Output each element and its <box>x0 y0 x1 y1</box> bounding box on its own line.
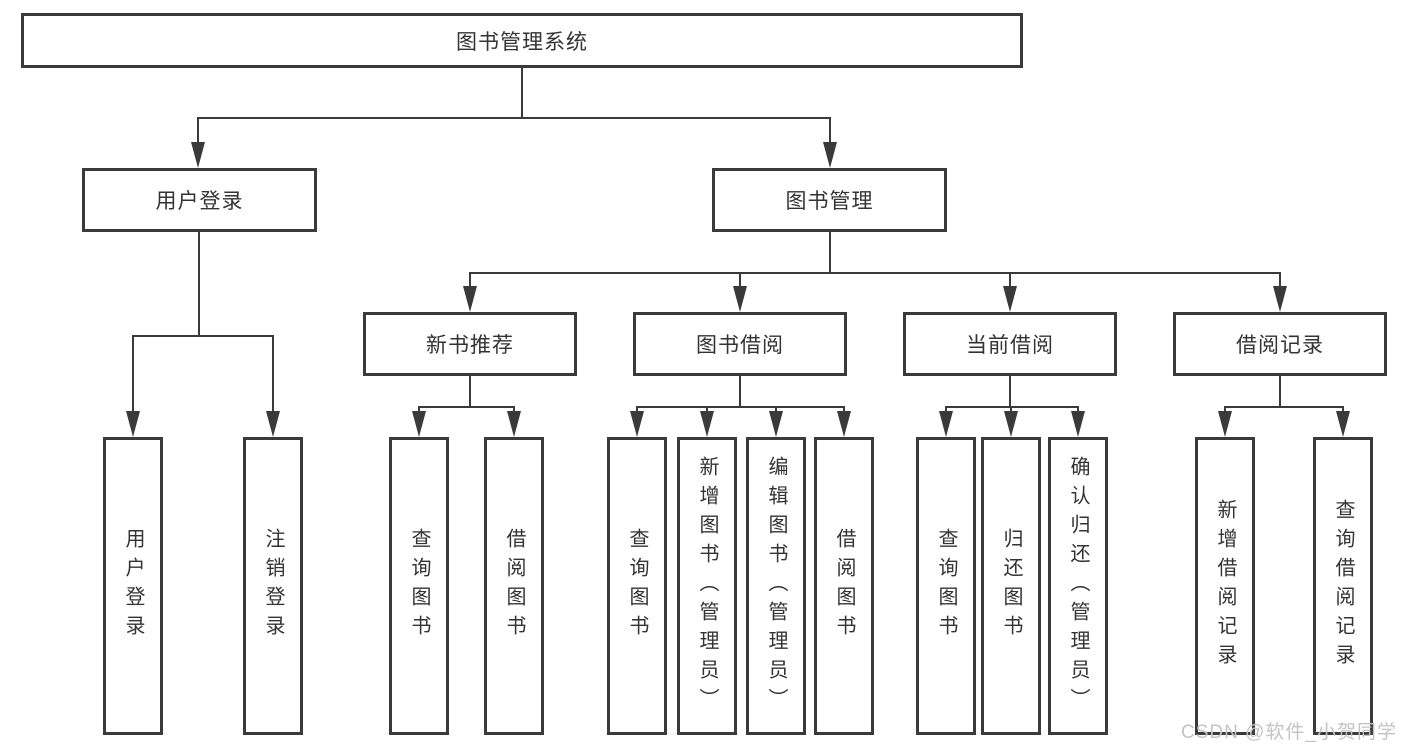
connector-current-borrowing-stem <box>1008 376 1012 407</box>
arrowhead-query-book-borrowing <box>629 411 644 437</box>
node-book-borrowing-label: 图书借阅 <box>696 334 784 357</box>
connector-drop-book-borrowing <box>738 273 742 288</box>
arrowhead-confirm-return <box>1070 411 1085 437</box>
leaf-return-book: 归还图书 <box>981 437 1041 735</box>
node-root-label: 图书管理系统 <box>456 30 588 54</box>
arrowhead-current-borrowing <box>1002 286 1017 312</box>
arrowhead-new-book-recommend <box>462 286 477 312</box>
arrowhead-leaf-user-login <box>125 411 140 437</box>
connector-new-book-recommend-stem <box>468 376 472 407</box>
node-book-management-label: 图书管理 <box>785 190 874 213</box>
connector-borrowing-records-stem <box>1278 376 1282 407</box>
leaf-borrow-book-borrowing-label: 借阅图书 <box>833 528 855 644</box>
arrowhead-query-book-current <box>938 411 953 437</box>
node-book-management: 图书管理 <box>712 168 947 232</box>
connector-drop-borrowing-records <box>1278 273 1282 288</box>
node-user-login: 用户登录 <box>82 168 317 232</box>
connector-drop-user-login <box>196 118 200 146</box>
leaf-user-login: 用户登录 <box>103 437 163 735</box>
leaf-query-borrow-record: 查询借阅记录 <box>1313 437 1373 735</box>
leaf-confirm-return-label: 确认归还（管理员） <box>1067 455 1089 717</box>
leaf-add-borrow-record: 新增借阅记录 <box>1195 437 1255 735</box>
leaf-borrow-book-recommend-label: 借阅图书 <box>503 528 525 644</box>
arrowhead-borrow-book-recommend <box>506 411 521 437</box>
node-current-borrowing: 当前借阅 <box>903 312 1117 376</box>
leaf-query-book-borrowing: 查询图书 <box>607 437 667 735</box>
node-borrowing-records-label: 借阅记录 <box>1236 334 1324 357</box>
connector-new-book-recommend-branch <box>417 405 516 409</box>
leaf-edit-book-label: 编辑图书（管理员） <box>765 455 787 717</box>
arrowhead-add-borrow-record <box>1217 411 1232 437</box>
connector-drop-book-management <box>828 118 832 146</box>
connector-root-stem <box>520 68 524 118</box>
connector-book-borrowing-stem <box>738 376 742 407</box>
node-current-borrowing-label: 当前借阅 <box>966 334 1054 357</box>
leaf-logout-label: 注销登录 <box>262 528 284 644</box>
connector-drop-leaf-logout <box>271 336 275 413</box>
connector-level3-branch <box>468 271 1282 275</box>
connector-drop-leaf-user-login <box>131 336 135 413</box>
leaf-query-borrow-record-label: 查询借阅记录 <box>1332 499 1354 673</box>
node-user-login-label: 用户登录 <box>155 190 244 213</box>
leaf-query-book-recommend-label: 查询图书 <box>408 528 430 644</box>
node-borrowing-records: 借阅记录 <box>1173 312 1387 376</box>
connector-borrowing-records-branch <box>1223 405 1345 409</box>
arrowhead-query-borrow-record <box>1335 411 1350 437</box>
node-root: 图书管理系统 <box>21 13 1023 68</box>
arrowhead-query-book-recommend <box>411 411 426 437</box>
node-new-book-recommend-label: 新书推荐 <box>426 334 514 357</box>
leaf-user-login-label: 用户登录 <box>122 528 144 644</box>
arrowhead-leaf-logout <box>265 411 280 437</box>
leaf-confirm-return: 确认归还（管理员） <box>1048 437 1108 735</box>
arrowhead-return-book <box>1003 411 1018 437</box>
arrowhead-borrow-book-borrowing <box>836 411 851 437</box>
arrowhead-book-borrowing <box>732 286 747 312</box>
connector-drop-current-borrowing <box>1008 273 1012 288</box>
node-book-borrowing: 图书借阅 <box>633 312 847 376</box>
arrowhead-user-login <box>190 142 205 168</box>
csdn-watermark: CSDN @软件_小贺同学 <box>1181 722 1397 743</box>
leaf-query-book-current-label: 查询图书 <box>935 528 957 644</box>
arrowhead-add-book <box>699 411 714 437</box>
arrowhead-edit-book <box>768 411 783 437</box>
connector-level2-branch <box>196 116 832 120</box>
connector-user-login-branch <box>131 334 275 338</box>
leaf-query-book-borrowing-label: 查询图书 <box>626 528 648 644</box>
connector-book-management-stem <box>828 232 832 273</box>
leaf-query-book-recommend: 查询图书 <box>389 437 449 735</box>
leaf-add-book: 新增图书（管理员） <box>677 437 737 735</box>
leaf-logout: 注销登录 <box>243 437 303 735</box>
connector-user-login-stem <box>197 232 201 336</box>
leaf-borrow-book-borrowing: 借阅图书 <box>814 437 874 735</box>
arrowhead-book-management <box>822 142 837 168</box>
connector-drop-new-book-recommend <box>468 273 472 288</box>
leaf-edit-book: 编辑图书（管理员） <box>746 437 806 735</box>
leaf-return-book-label: 归还图书 <box>1000 528 1022 644</box>
leaf-borrow-book-recommend: 借阅图书 <box>484 437 544 735</box>
connector-book-borrowing-branch <box>635 405 846 409</box>
leaf-query-book-current: 查询图书 <box>916 437 976 735</box>
leaf-add-book-label: 新增图书（管理员） <box>696 455 718 717</box>
leaf-add-borrow-record-label: 新增借阅记录 <box>1214 499 1236 673</box>
node-new-book-recommend: 新书推荐 <box>363 312 577 376</box>
arrowhead-borrowing-records <box>1272 286 1287 312</box>
